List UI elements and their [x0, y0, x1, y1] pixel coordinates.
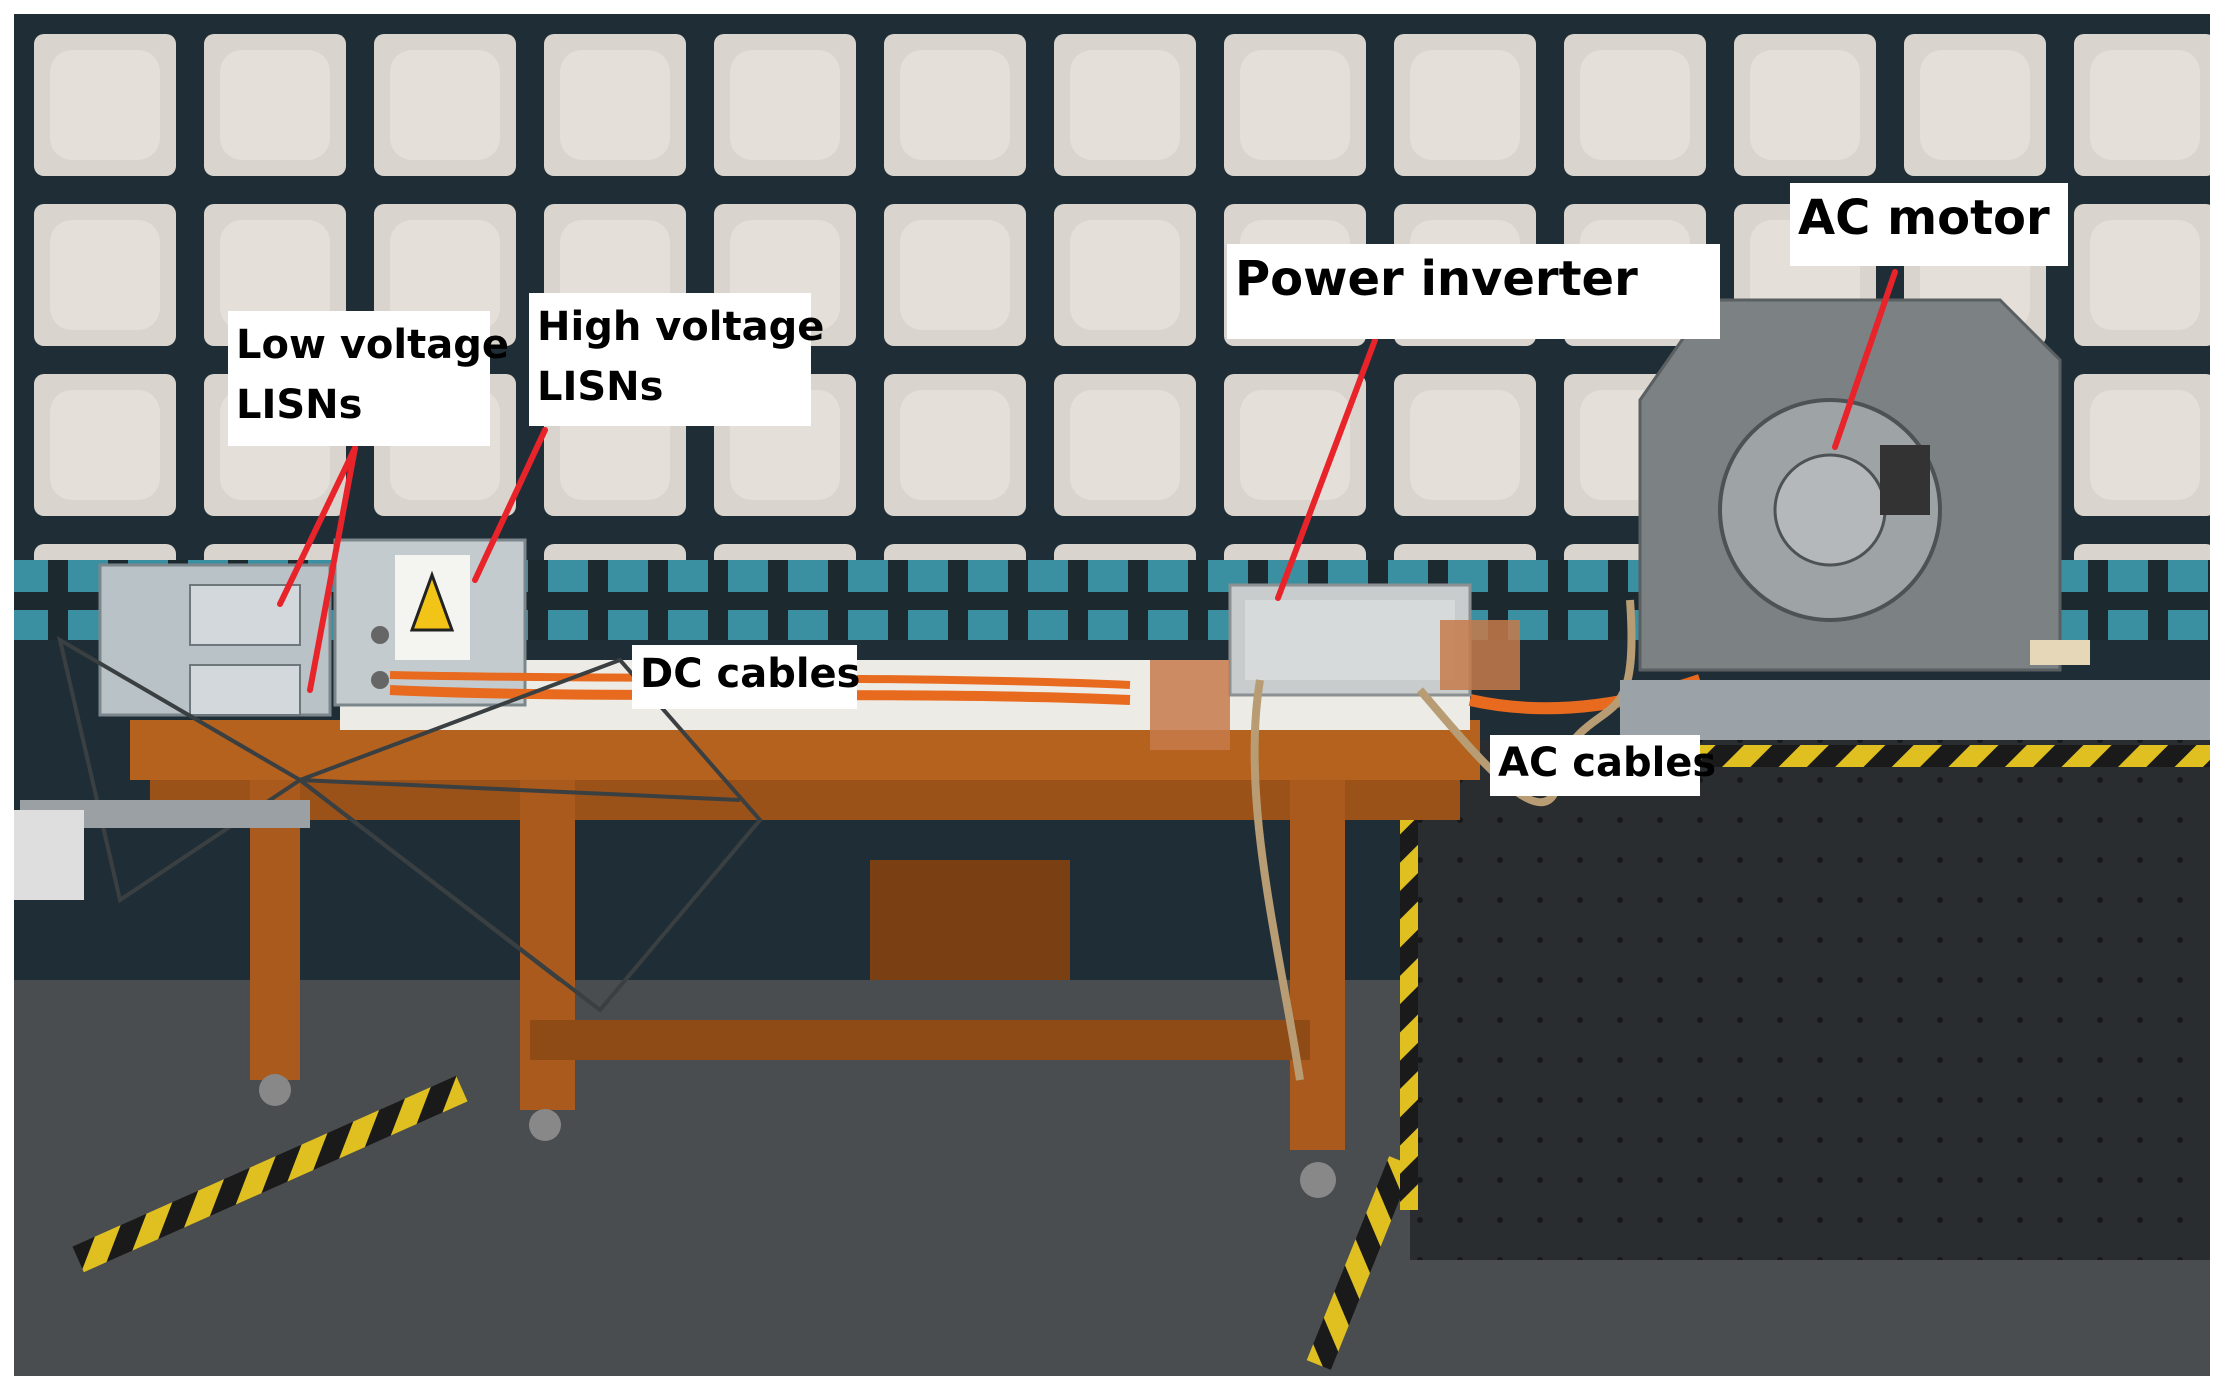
antenna-mount: [14, 810, 84, 900]
biconical-antenna: [57, 635, 763, 1013]
leader-lines: [277, 269, 1898, 693]
hazard-stripe: [1700, 745, 2210, 767]
power-inverter-box: [1150, 583, 1520, 750]
label-line: High voltage: [537, 304, 825, 350]
hazard-stripe: [1400, 790, 1418, 1210]
label-ac-cables: AC cables: [1490, 735, 1717, 796]
ac-motor-assembly: [1620, 298, 2210, 740]
label-high-voltage-lisns: High voltage LISNs: [529, 293, 825, 426]
label-line: DC cables: [640, 651, 861, 697]
label-low-voltage-lisns: Low voltage LISNs: [228, 311, 509, 446]
ground-plane-backdrop: [1410, 740, 2210, 1260]
label-line: AC cables: [1498, 740, 1717, 786]
label-dc-cables: DC cables: [632, 645, 861, 709]
coolant-hose: [1250, 679, 1304, 1081]
hazard-stripe: [1306, 1156, 1414, 1370]
leader-line-high-voltage: [472, 427, 548, 583]
low-voltage-lisn-boxes: [98, 563, 332, 717]
label-line: AC motor: [1798, 190, 2050, 246]
label-ac-motor: AC motor: [1790, 183, 2068, 266]
label-line: LISNs: [537, 364, 664, 410]
leader-line-power-inverter: [1275, 337, 1378, 601]
label-line: Low voltage: [236, 322, 509, 368]
label-line: LISNs: [236, 382, 363, 428]
leader-line-low-voltage: [307, 445, 358, 693]
hazard-stripe: [72, 1075, 468, 1273]
leader-line-ac-motor: [1832, 269, 1898, 450]
label-line: Power inverter: [1235, 251, 1638, 307]
label-power-inverter: Power inverter: [1227, 244, 1720, 339]
leader-line-low-voltage: [277, 445, 358, 607]
